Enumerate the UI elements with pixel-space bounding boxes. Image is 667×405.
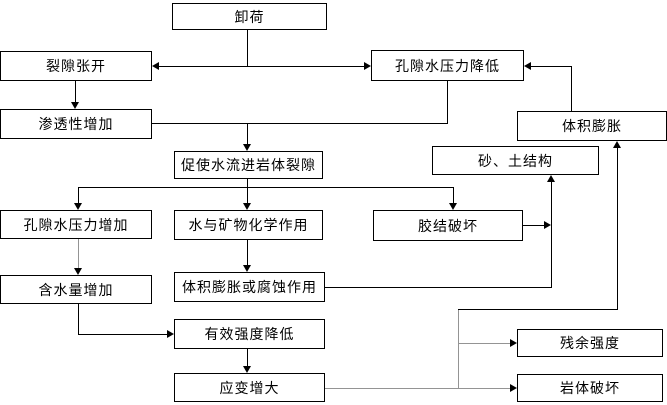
- arrowhead-into-cementation-failure: [449, 203, 457, 210]
- node-water-mineral-chemical: 水与矿物化学作用: [174, 210, 323, 240]
- node-effective-strength-decrease-label: 有效强度降低: [204, 328, 295, 343]
- arrowhead-into-water-content-increase: [74, 268, 82, 275]
- node-strain-increase: 应变增大: [174, 373, 325, 402]
- connector-strain-right: [325, 388, 510, 389]
- arrowhead-into-pore-pressure-increase: [74, 203, 82, 210]
- node-permeability-increase: 渗透性增加: [0, 109, 152, 139]
- node-unloading-label: 卸荷: [234, 10, 265, 26]
- arrowhead-into-effective-strength: [167, 330, 174, 338]
- connector-feedback-horizontal: [458, 309, 618, 310]
- connector-drop-into-water-inflow: [247, 123, 248, 144]
- node-cementation-failure: 胶结破坏: [373, 210, 523, 241]
- connector-top-horizontal: [158, 66, 366, 67]
- connector-to-residual-strength: [458, 343, 510, 344]
- connector-ppi-to-water-content: [78, 239, 79, 268]
- arrowhead-into-strain-increase: [243, 366, 251, 373]
- node-rock-mass-failure-label: 岩体破坏: [560, 382, 620, 397]
- arrowhead-into-pore-pressure-decrease-right: [524, 62, 531, 70]
- node-rock-mass-failure: 岩体破坏: [517, 374, 663, 402]
- connector-fracture-to-permeability: [75, 81, 76, 102]
- arrowhead-into-rock-mass-failure: [510, 384, 517, 392]
- connector-water-content-right: [78, 334, 167, 335]
- node-strain-increase-label: 应变增大: [219, 381, 280, 397]
- connector-water-content-down: [78, 304, 79, 335]
- connector-feedback-to-volume-expansion: [617, 148, 618, 310]
- node-water-content-increase-label: 含水量增加: [38, 283, 114, 299]
- arrowhead-into-water-mineral-chemical: [243, 203, 251, 210]
- node-water-content-increase: 含水量增加: [0, 275, 152, 304]
- connector-drop-center: [247, 187, 248, 203]
- node-sand-soil-structure: 砂、土结构: [432, 146, 599, 175]
- node-effective-strength-decrease: 有效强度降低: [174, 319, 325, 349]
- node-water-inflow-label: 促使水流进岩体裂隙: [181, 159, 316, 174]
- connector-drop-right: [453, 187, 454, 203]
- node-pore-pressure-decrease-label: 孔隙水压力降低: [395, 59, 500, 75]
- connector-mid-horizontal: [151, 123, 448, 124]
- node-expansion-corrosion-label: 体积膨胀或腐蚀作用: [182, 281, 317, 296]
- connector-cementation-right: [523, 225, 544, 226]
- connector-chem-to-expansion: [247, 240, 248, 265]
- arrowhead-into-residual-strength: [510, 339, 517, 347]
- connector-feedback-up: [458, 309, 459, 389]
- connector-expansion-corrosion-right: [325, 287, 552, 288]
- arrowhead-into-volume-expansion: [613, 141, 621, 148]
- node-fracture-opening-label: 裂隙张开: [46, 60, 106, 75]
- node-pore-pressure-decrease: 孔隙水压力降低: [371, 50, 524, 81]
- connector-volume-expansion-feedback-v: [571, 66, 572, 112]
- connector-drop-left: [78, 187, 79, 203]
- arrowhead-into-water-inflow: [243, 144, 251, 151]
- arrowhead-into-sand-soil-structure: [547, 175, 555, 182]
- connector-splitter-horizontal: [78, 187, 454, 188]
- connector-eff-strength-to-strain: [247, 349, 248, 366]
- node-water-inflow: 促使水流进岩体裂隙: [174, 151, 323, 179]
- connector-ppd-down: [447, 81, 448, 124]
- node-sand-soil-structure-label: 砂、土结构: [478, 154, 553, 170]
- node-water-mineral-chemical-label: 水与矿物化学作用: [188, 219, 309, 234]
- connector-volume-expansion-feedback-h: [531, 66, 572, 67]
- node-residual-strength-label: 残余强度: [560, 337, 620, 352]
- node-permeability-increase-label: 渗透性增加: [38, 118, 114, 133]
- connector-unloading-down: [247, 30, 248, 67]
- arrowhead-cementation-join: [544, 221, 551, 229]
- node-residual-strength: 残余强度: [517, 329, 663, 357]
- arrowhead-into-fracture-opening: [152, 62, 159, 70]
- node-pore-pressure-increase: 孔隙水压力增加: [0, 210, 152, 239]
- node-expansion-corrosion: 体积膨胀或腐蚀作用: [174, 272, 325, 302]
- node-cementation-failure-label: 胶结破坏: [418, 219, 478, 235]
- node-pore-pressure-increase-label: 孔隙水压力增加: [23, 218, 129, 234]
- arrowhead-into-permeability-increase: [71, 102, 79, 109]
- connector-up-to-sand-soil: [551, 182, 552, 288]
- node-volume-expansion: 体积膨胀: [517, 111, 667, 141]
- arrowhead-into-pore-pressure-decrease-left: [364, 62, 371, 70]
- node-fracture-opening: 裂隙张开: [0, 51, 152, 81]
- arrowhead-into-expansion-corrosion: [243, 265, 251, 272]
- node-unloading: 卸荷: [172, 3, 327, 30]
- node-volume-expansion-label: 体积膨胀: [562, 120, 622, 135]
- connector-water-inflow-out: [247, 179, 248, 188]
